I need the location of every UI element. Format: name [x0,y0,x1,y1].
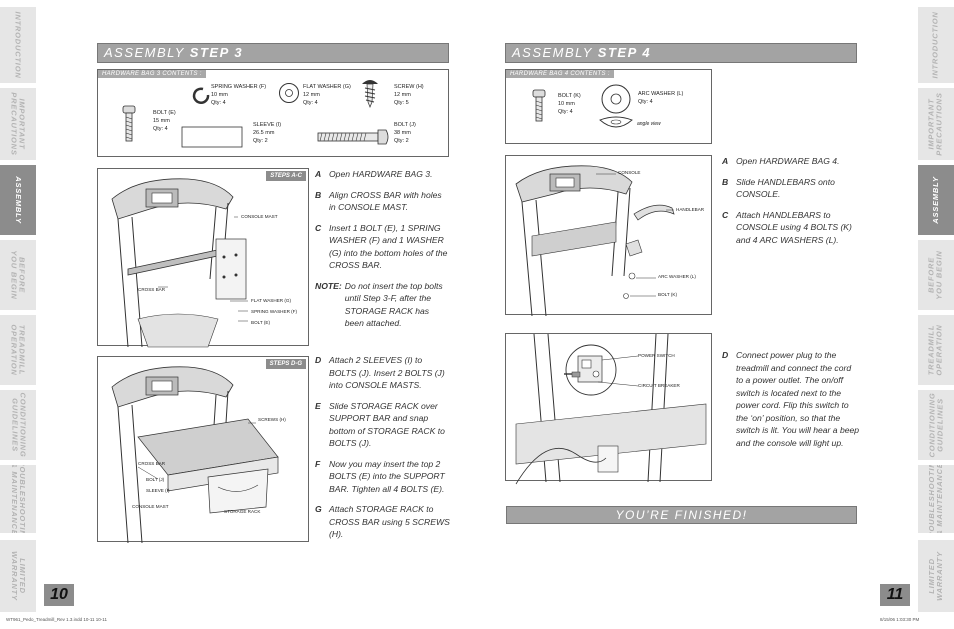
callout-bolt-e: BOLT (E) [251,320,270,325]
flat-washer-icon [279,83,299,103]
page-number-right: 11 [880,584,910,606]
spring-washer-spec: SPRING WASHER (F) 10 mm Qty: 4 [211,84,267,106]
steps-d-g-diagram: STEPS D-G SCREWS (H) CROSS BAR BOLT (J) … [97,356,309,544]
bolt-e-spec: BOLT (E) 15 mm Qty: 4 [153,110,176,132]
arc-washer-icon [601,84,631,114]
callout-console: CONSOLE [618,170,641,175]
callout-circuit-breaker: CIRCUIT BREAKER [638,383,680,388]
spring-washer-icon [192,87,210,104]
right-tab-before-you-begin[interactable]: BEFORE YOU BEGIN [918,240,954,310]
step-4-header: ASSEMBLY STEP 4 [505,43,857,63]
steps-a-c-diagram: STEPS A-C CONSOLE MAST CROSS BAR FLAT WA… [97,168,309,348]
left-tab-troubleshooting[interactable]: TROUBLESHOOTING & MAINTENANCE [0,465,36,533]
callout-cross-bar: CROSS BAR [138,287,166,292]
page-number-left: 10 [44,584,74,606]
sleeve-i-spec: SLEEVE (I) 26.5 mm Qty: 2 [253,122,282,144]
arc-washer-spec: ARC WASHER (L) Qty: 4 [638,91,684,105]
callout-screws-h: SCREWS (H) [258,417,286,422]
right-tab-conditioning-guidelines[interactable]: CONDITIONING GUIDELINES [918,390,954,460]
bolt-k-icon [532,89,546,122]
right-tab-introduction[interactable]: INTRODUCTION [918,7,954,83]
left-tab-conditioning-guidelines[interactable]: CONDITIONING GUIDELINES [0,390,36,460]
callout-sleeve-i: SLEEVE (I) [146,488,170,493]
step-3-header: ASSEMBLY STEP 3 [97,43,449,63]
callout-arc-washer: ARC WASHER (L) [658,274,696,279]
callout-handlebar: HANDLEBAR [676,207,705,212]
left-tab-before-you-begin[interactable]: BEFORE YOU BEGIN [0,240,36,310]
footer-file-info: WT961_Pedo_Treadmill_Rev 1.3.indd 10-11 … [6,617,107,622]
instruction-note: NOTE:Do not insert the top bolts until S… [315,280,443,329]
left-tab-introduction[interactable]: INTRODUCTION [0,7,36,83]
callout-console-mast-dg: CONSOLE MAST [132,504,169,509]
storage-rack-illustration [111,366,279,544]
hardware-bag-3-panel: HARDWARE BAG 3 CONTENTS : BOLT (E) 15 mm… [97,69,449,157]
step-4-d-diagram: POWER SWITCH CIRCUIT BREAKER [505,333,712,485]
right-tab-limited-warranty[interactable]: LIMITED WARRANTY [918,540,954,612]
arc-washer-angle-icon [599,116,633,128]
right-tab-important-precautions[interactable]: IMPORTANT PRECAUTIONS [918,88,954,160]
finished-banner: YOU’RE FINISHED! [506,506,857,524]
callout-flat-washer: FLAT WASHER (G) [251,298,291,303]
callout-power-switch: POWER SWITCH [638,353,675,358]
treadmill-console-illustration [111,178,248,348]
right-tab-troubleshooting[interactable]: TROUBLESHOOTING & MAINTENANCE [918,465,954,533]
left-tab-important-precautions[interactable]: IMPORTANT PRECAUTIONS [0,88,36,160]
bolt-j-spec: BOLT (J) 38 mm Qty: 2 [394,122,416,144]
hardware-bag-4-title: HARDWARE BAG 4 CONTENTS : [506,70,614,78]
callout-console-mast: CONSOLE MAST [241,214,278,219]
callout-storage-rack: STORAGE RACK [224,509,261,514]
steps-a-c-tag: STEPS A-C [266,171,306,181]
screw-h-icon [362,80,378,108]
callout-cross-bar-dg: CROSS BAR [138,461,166,466]
screw-h-spec: SCREW (H) 12 mm Qty: 5 [394,84,424,106]
left-tab-treadmill-operation[interactable]: TREADMILL OPERATION [0,315,36,385]
hardware-bag-4-panel: HARDWARE BAG 4 CONTENTS : BOLT (K) 10 mm… [505,69,712,144]
angle-view-label: angle view [637,121,661,127]
hardware-bag-3-title: HARDWARE BAG 3 CONTENTS : [98,70,206,78]
step-4-a-c-diagram: CONSOLE HANDLEBAR ARC WASHER (L) BOLT (K… [505,155,712,317]
left-tab-limited-warranty[interactable]: LIMITED WARRANTY [0,540,36,612]
flat-washer-spec: FLAT WASHER (G) 12 mm Qty: 4 [303,84,351,106]
right-tab-assembly[interactable]: ASSEMBLY [918,165,954,235]
callout-bolt-k: BOLT (K) [658,292,677,297]
bolt-e-icon [122,105,136,142]
bolt-j-icon [317,129,389,145]
callout-spring-washer: SPRING WASHER (F) [251,309,298,314]
right-tab-treadmill-operation[interactable]: TREADMILL OPERATION [918,315,954,385]
left-tab-assembly[interactable]: ASSEMBLY [0,165,36,235]
handlebar-illustration [515,165,675,317]
sleeve-i-icon [181,126,243,148]
footer-timestamp: 8/15/06 1:03:30 PM [880,617,920,622]
steps-d-g-tag: STEPS D-G [265,359,306,369]
bolt-k-spec: BOLT (K) 10 mm Qty: 4 [558,93,581,115]
callout-bolt-j: BOLT (J) [146,477,165,482]
power-connection-illustration [515,333,707,485]
